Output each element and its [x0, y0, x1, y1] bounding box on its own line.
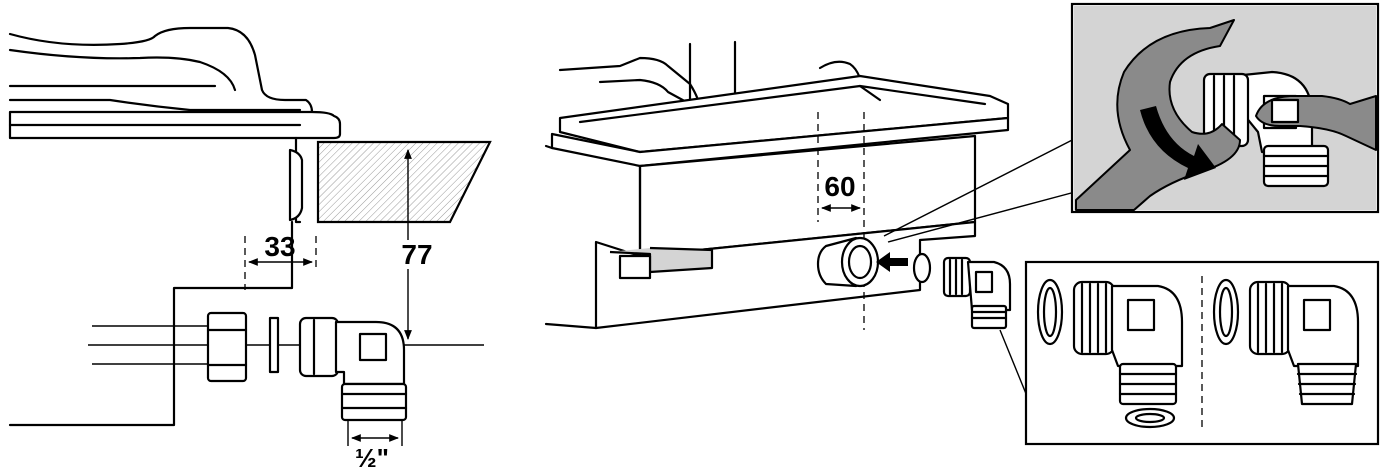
dim-77-label: 77	[401, 239, 432, 270]
hob-body	[8, 26, 342, 224]
worktop-section	[316, 140, 492, 224]
loose-elbow	[942, 256, 1012, 330]
assembly-detail-inset	[1024, 260, 1380, 446]
connection-housing	[8, 220, 294, 427]
gas-inlet-connector	[816, 236, 880, 288]
connection-nut	[206, 311, 248, 383]
washer-ring	[912, 252, 932, 284]
rotation-arrow	[1140, 106, 1216, 180]
assembly-variant-without-washer	[1212, 278, 1360, 406]
perspective-view: 60	[544, 40, 1091, 429]
push-arrow	[876, 252, 908, 272]
dim-60-label: 60	[824, 171, 855, 202]
hob-top	[550, 40, 1010, 168]
dimension-half-inch: ½"	[347, 420, 403, 473]
assembly-variant-with-washer	[1036, 278, 1184, 429]
hob-housing	[544, 134, 977, 330]
side-section-view: 77 33	[8, 26, 492, 473]
dimension-77: 77	[396, 149, 438, 340]
leader-line-lower	[887, 187, 1091, 243]
dim-half-inch-label: ½"	[355, 443, 389, 473]
leader-line-upper	[883, 133, 1085, 237]
elbow-fitting	[298, 316, 408, 422]
gas-pipe	[88, 325, 484, 365]
wrench-detail-inset	[1070, 2, 1380, 214]
sealing-washer	[268, 316, 280, 374]
dimension-33: 33	[244, 231, 317, 290]
dim-33-label: 33	[264, 231, 295, 262]
dimension-60: 60	[817, 112, 865, 330]
